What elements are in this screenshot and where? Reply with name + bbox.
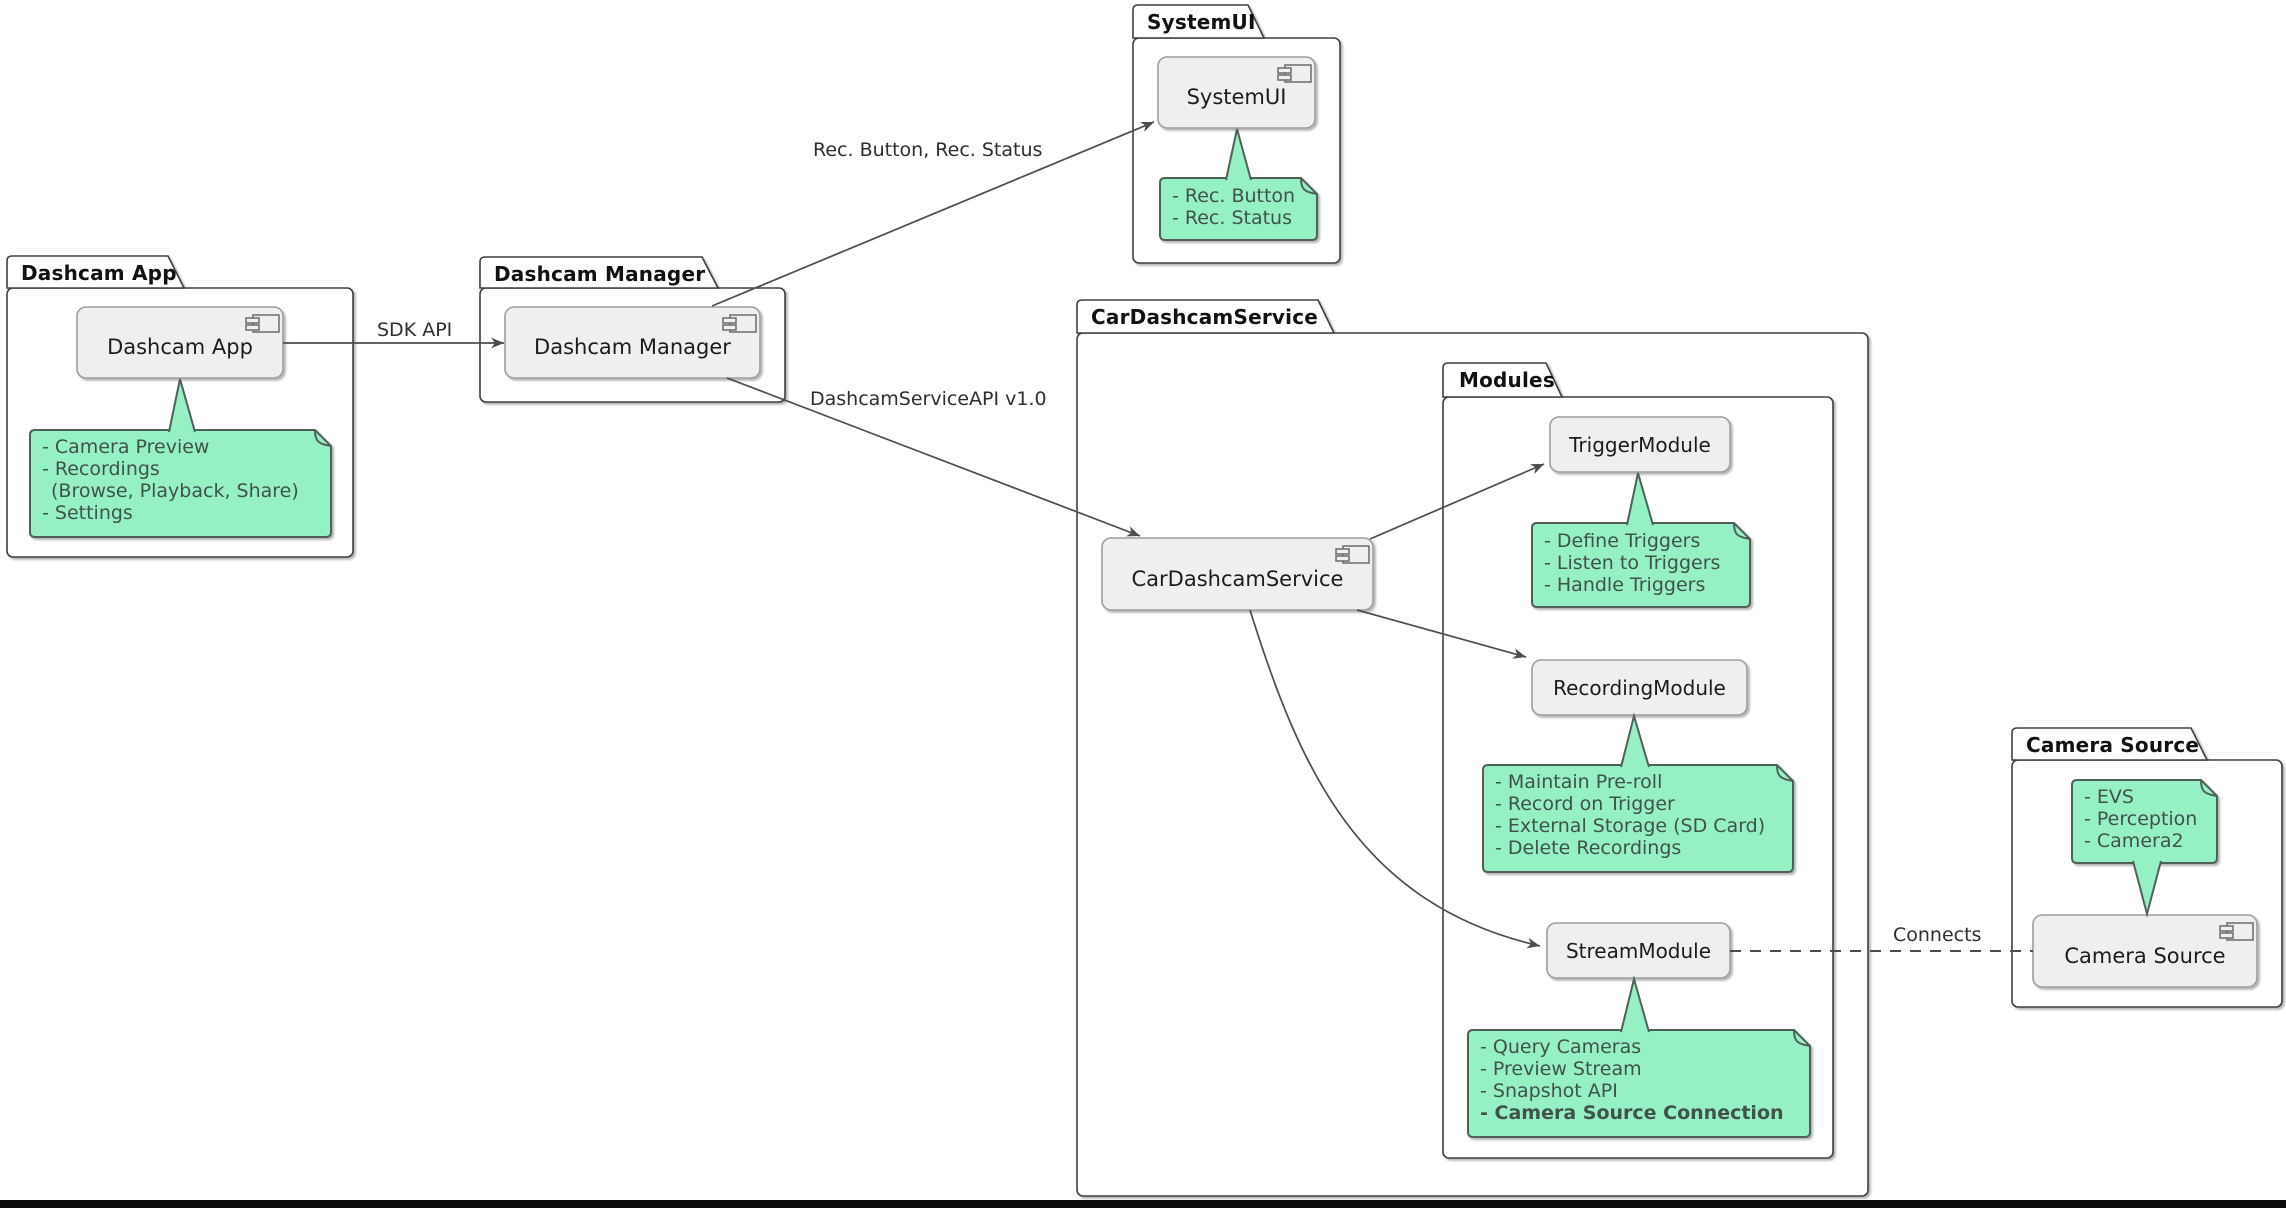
- component-icon: [2219, 922, 2254, 941]
- edge-dashcam-service-api: [726, 377, 1141, 537]
- edge-label-sdk-api: SDK API: [377, 319, 453, 341]
- component-systemui: [1157, 56, 1316, 129]
- package-title-camera-source: Camera Source: [2026, 733, 2200, 757]
- component-icon: [1335, 545, 1370, 564]
- bottom-bar: [0, 1200, 2286, 1208]
- component-label-recording-module: RecordingModule: [1553, 675, 1726, 700]
- edge-label-rec-button-status: Rec. Button, Rec. Status: [813, 139, 1043, 161]
- note-text-recording-module: - Maintain Pre-roll - Record on Trigger …: [1495, 771, 1766, 859]
- note-text-trigger-module: - Define Triggers - Listen to Triggers -…: [1544, 530, 1721, 596]
- component-label-dashcam-app: Dashcam App: [107, 335, 253, 359]
- edge-to-stream-module: [1249, 609, 1541, 949]
- note-pointer: [2132, 860, 2162, 918]
- edge-to-recording-module: [1356, 609, 1527, 659]
- component-car-dashcam-service: [1101, 537, 1374, 611]
- note-systemui: [1159, 177, 1318, 241]
- edge-to-trigger-module: [1369, 463, 1545, 540]
- package-title-dashcam-app: Dashcam App: [21, 261, 177, 285]
- component-label-trigger-module: TriggerModule: [1569, 432, 1711, 457]
- note-text-dashcam-app: - Camera Preview - Recordings (Browse, P…: [42, 436, 299, 524]
- note-text-stream-module: - Query Cameras - Preview Stream - Snaps…: [1480, 1036, 1784, 1124]
- component-recording-module: [1531, 659, 1748, 716]
- note-pointer: [1620, 975, 1650, 1033]
- edge-label-connects: Connects: [1893, 924, 1982, 946]
- note-trigger-module: [1531, 522, 1751, 608]
- component-label-car-dashcam-service: CarDashcamService: [1131, 566, 1344, 591]
- package-title-systemui: SystemUI: [1147, 10, 1256, 34]
- package-title-dashcam-manager: Dashcam Manager: [494, 262, 706, 286]
- note-pointer: [1626, 472, 1654, 526]
- edge-label-dashcam-service-api: DashcamServiceAPI v1.0: [810, 388, 1047, 410]
- package-title-car-dashcam-service: CarDashcamService: [1091, 305, 1319, 329]
- edge-rec-button-status: [711, 121, 1155, 307]
- component-icon: [722, 314, 757, 333]
- component-label-systemui: SystemUI: [1186, 85, 1287, 109]
- note-pointer: [1620, 712, 1650, 768]
- note-camera-source: [2071, 779, 2218, 864]
- note-stream-module: [1467, 1029, 1811, 1138]
- note-dashcam-app: [29, 429, 332, 538]
- component-trigger-module: [1549, 416, 1731, 473]
- package-title-modules: Modules: [1459, 368, 1555, 392]
- component-icon: [245, 314, 280, 333]
- note-text-camera-source: - EVS - Perception - Camera2: [2084, 786, 2198, 852]
- component-label-dashcam-manager: Dashcam Manager: [534, 335, 731, 359]
- note-recording-module: [1482, 764, 1794, 873]
- component-icon: [1277, 64, 1312, 83]
- note-text-systemui: - Rec. Button - Rec. Status: [1172, 185, 1296, 229]
- component-dashcam-manager: [504, 306, 761, 379]
- note-pointer: [168, 378, 196, 433]
- note-pointer: [1225, 128, 1252, 181]
- component-label-stream-module: StreamModule: [1565, 938, 1712, 963]
- component-label-camera-source: Camera Source: [2064, 943, 2226, 968]
